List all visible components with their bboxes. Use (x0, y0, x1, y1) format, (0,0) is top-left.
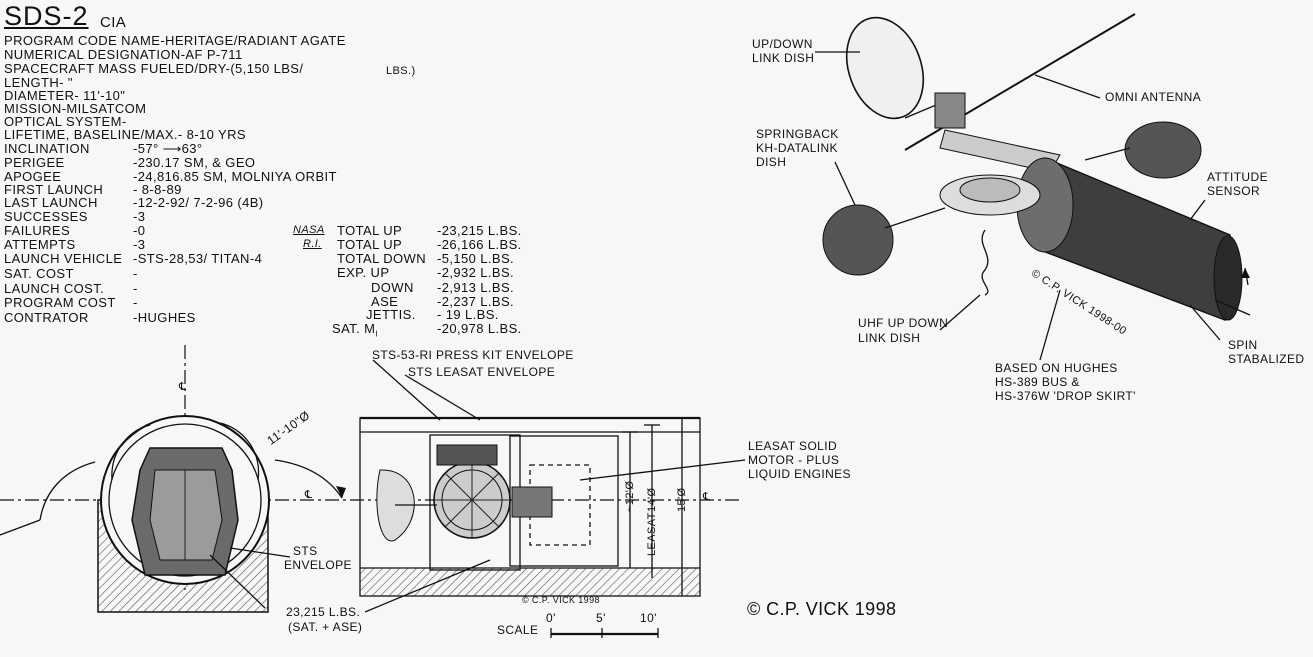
agency-label: CIA (100, 14, 127, 31)
mass-value: -26,166 L.BS. (437, 237, 522, 252)
callout-based-1: BASED ON HUGHES (995, 361, 1118, 375)
spec-label: LAUNCH VEHICLE (4, 251, 123, 266)
callout-springback-3: DISH (756, 155, 787, 169)
callout-attitude-1: ATTITUDE (1207, 170, 1268, 184)
callout-leasat-motor-3: LIQUID ENGINES (748, 467, 851, 481)
ri-tag: R.I. (303, 238, 322, 250)
spec-row: PROGRAM CODE NAME-HERITAGE/RADIANT AGATE (4, 33, 346, 48)
drawing-stamp: © C.P. VICK 1998 (522, 595, 600, 605)
spec-row: LENGTH- " (4, 75, 73, 90)
mass-value: -23,215 L.BS. (437, 223, 522, 238)
callout-sts-envelope-1: STS (293, 544, 318, 558)
mass-label: EXP. UP (337, 265, 390, 280)
callout-spin-1: SPIN (1228, 338, 1258, 352)
spec-label: PROGRAM COST (4, 295, 116, 310)
centerline-mid: ℄ (305, 489, 313, 501)
centerline-top: ℄ (179, 381, 187, 393)
callout-based-3: HS-376W 'DROP SKIRT' (995, 389, 1136, 403)
spec-row: OPTICAL SYSTEM- (4, 114, 127, 129)
callout-leasat-motor-1: LEASAT SOLID (748, 439, 838, 453)
spec-value: - (133, 295, 138, 310)
spec-label: LAST LAUNCH (4, 195, 98, 210)
scale-tick: 10' (640, 611, 657, 625)
spec-value: - 8-8-89 (133, 182, 182, 197)
callout-leasat-motor-2: MOTOR - PLUS (748, 453, 840, 467)
dim-15: 15'Ø (676, 487, 688, 513)
spec-value: -HUGHES (133, 310, 196, 325)
spec-extra: LBS.) (386, 65, 416, 77)
spec-value: -3 (133, 209, 146, 224)
nasa-tag: NASA (293, 224, 325, 236)
spec-label: FAILURES (4, 223, 71, 238)
scale-tick: 5' (596, 611, 606, 625)
callout-omni: OMNI ANTENNA (1105, 90, 1202, 104)
mass-value: -2,913 L.BS. (437, 280, 515, 295)
spec-value: -230.17 SM, & GEO (133, 155, 256, 170)
callout-uhf-2: LINK DISH (858, 331, 921, 345)
centerline-right: ℄ (703, 491, 711, 503)
spec-value: -12-2-92/ 7-2-96 (4B) (133, 195, 264, 210)
callout-springback-1: SPRINGBACK (756, 127, 839, 141)
spec-value: -0 (133, 223, 146, 238)
mass-label: SAT. MI (332, 321, 378, 339)
dim-leasat: LEASAT (646, 512, 658, 556)
spec-label: LAUNCH COST. (4, 281, 105, 296)
callout-spin-2: STABALIZED (1228, 352, 1305, 366)
callout-sts-envelope-2: ENVELOPE (284, 558, 352, 572)
mass-label: ASE (371, 294, 399, 309)
spec-label: ATTEMPTS (4, 237, 76, 252)
end-view-drawing (0, 345, 740, 613)
spec-value: -57° ⟶63° (133, 141, 203, 156)
satellite-illustration (822, 13, 1251, 321)
spec-row: DIAMETER- 11'-10" (4, 88, 126, 103)
side-view-drawing (359, 416, 701, 597)
callout-updown-1: UP/DOWN (752, 37, 813, 51)
mass-value: - 19 L.BS. (437, 307, 499, 322)
callout-updown-2: LINK DISH (752, 51, 815, 65)
spec-value: - (133, 266, 138, 281)
spec-value: -STS-28,53/ TITAN-4 (133, 251, 263, 266)
mass-value: -5,150 L.BS. (437, 251, 515, 266)
callout-attitude-2: SENSOR (1207, 184, 1261, 198)
mass-label: DOWN (371, 280, 414, 295)
callout-springback-2: KH-DATALINK (756, 141, 838, 155)
callout-press-kit: STS-53-RI PRESS KIT ENVELOPE (372, 348, 574, 362)
spec-label: PERIGEE (4, 155, 65, 170)
spec-value: -24,816.85 SM, MOLNIYA ORBIT (133, 169, 337, 184)
title: SDS-2 (4, 1, 89, 31)
scale-tick: 0' (546, 611, 556, 625)
spec-label: FIRST LAUNCH (4, 182, 104, 197)
spec-row: MISSION-MILSATCOM (4, 101, 147, 116)
copyright: © C.P. VICK 1998 (747, 599, 897, 619)
callout-leasat-envelope: STS LEASAT ENVELOPE (408, 365, 556, 379)
mass-value: -2,237 L.BS. (437, 294, 515, 309)
spec-row: SPACECRAFT MASS FUELED/DRY-(5,150 LBS/ (4, 61, 304, 76)
spec-label: SUCCESSES (4, 209, 88, 224)
spec-row: NUMERICAL DESIGNATION-AF P-711 (4, 47, 243, 62)
dim-12: ~12'Ø (624, 480, 636, 512)
spec-value: - (133, 281, 138, 296)
mass-label: TOTAL UP (337, 223, 403, 238)
callout-uhf-1: UHF UP DOWN (858, 316, 949, 330)
scale-bar (550, 628, 659, 638)
spec-label: INCLINATION (4, 141, 90, 156)
mass-label: JETTIS. (366, 307, 416, 322)
callout-based-2: HS-389 BUS & (995, 375, 1080, 389)
callout-mass-note-2: (SAT. + ASE) (288, 620, 363, 634)
callout-mass-note-1: 23,215 L.BS. (286, 605, 361, 619)
mass-label: TOTAL UP (337, 237, 403, 252)
spec-label: APOGEE (4, 169, 62, 184)
spec-row: LIFETIME, BASELINE/MAX.- 8-10 YRS (4, 127, 246, 142)
mass-value: -20,978 L.BS. (437, 321, 522, 336)
leader-lines (209, 51, 1221, 613)
spec-value: -3 (133, 237, 146, 252)
dim-14: 14'Ø (646, 487, 658, 513)
spec-label: SAT. COST (4, 266, 74, 281)
spec-label: CONTRATOR (4, 310, 89, 325)
mass-label: TOTAL DOWN (337, 251, 426, 266)
scale-label: SCALE (497, 623, 539, 637)
mass-value: -2,932 L.BS. (437, 265, 515, 280)
